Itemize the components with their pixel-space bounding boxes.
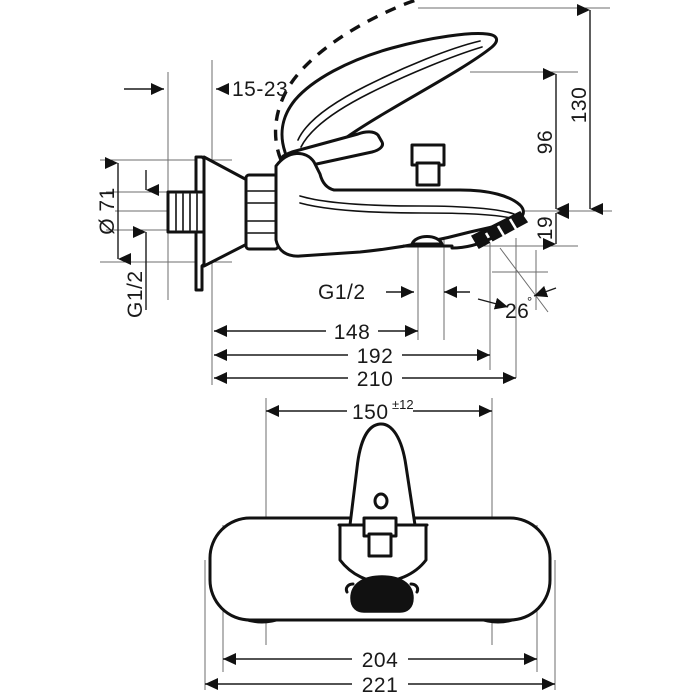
spout-highlight-lower xyxy=(299,202,515,220)
dim-221: 221 xyxy=(362,674,399,697)
lever-handle-highlight xyxy=(297,40,481,141)
front-view-product xyxy=(208,422,552,624)
diverter-knob xyxy=(410,143,446,187)
side-view-dimensions: 15-23 Ø 71 G1/2 G1/2 26 ° 148 192 xyxy=(96,4,603,391)
dim-150-tolerance: ±12 xyxy=(392,397,414,412)
side-view-product xyxy=(166,0,529,292)
union-collar xyxy=(244,173,280,251)
dim-130: 130 xyxy=(568,87,591,124)
spout-highlight-upper xyxy=(299,195,515,215)
dim-g-half-left: G1/2 xyxy=(124,270,147,318)
front-view-dimensions: 150 ±12 204 221 xyxy=(205,397,555,697)
escutcheon-flange xyxy=(202,155,249,268)
dim-angle-degree-symbol: ° xyxy=(527,294,532,309)
lever-handle-highlight-2 xyxy=(300,46,483,148)
lever-open-position-dashed xyxy=(273,0,422,161)
dim-204: 204 xyxy=(362,649,399,672)
aerator-boss xyxy=(410,235,444,246)
dim-192: 192 xyxy=(357,345,394,368)
spout-underside-curve xyxy=(450,236,494,250)
body-and-spout xyxy=(274,152,525,258)
diverter-outlet-front xyxy=(344,575,420,613)
dim-angle-26: 26 xyxy=(505,300,529,323)
dim-wall-gap: 15-23 xyxy=(232,78,288,101)
dim-96: 96 xyxy=(534,130,557,154)
dim-19: 19 xyxy=(534,216,557,240)
lever-handle-front xyxy=(348,422,417,527)
cartridge-collar xyxy=(337,516,429,558)
dim-210: 210 xyxy=(357,368,394,391)
lever-indicator-hole xyxy=(373,492,389,510)
dim-diameter-71: Ø 71 xyxy=(96,187,119,235)
dim-150: 150 xyxy=(352,401,389,424)
inlet-connector xyxy=(166,190,210,234)
dim-148: 148 xyxy=(334,321,371,344)
dim-g-half-outlet: G1/2 xyxy=(318,281,366,304)
